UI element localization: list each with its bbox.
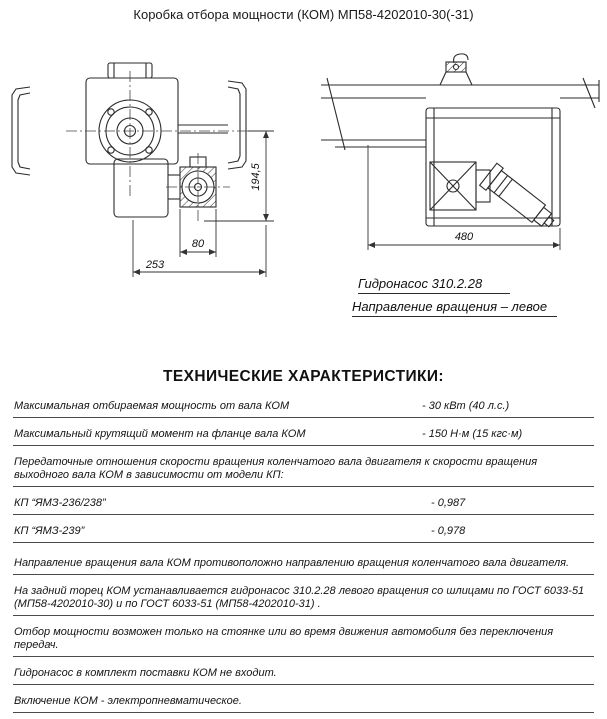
spec-label-ratio-yamz-236-238: КП “ЯМЗ-236/238” (14, 497, 106, 509)
spec-row-max-power: Максимальная отбираемая мощность от вала… (13, 400, 594, 418)
spec-value-max-power: - 30 кВт (40 л.с.) (422, 400, 510, 412)
frame-bracket-left (11, 86, 31, 176)
dimension-480 (367, 145, 561, 250)
frame-rails (321, 77, 600, 151)
pto-side-view-drawing: 480 (321, 53, 600, 250)
spec-row-pump-mounting-note: На задний торец КОМ устанавливается гидр… (13, 585, 594, 616)
specs-table: Максимальная отбираемая мощность от вала… (13, 400, 594, 713)
specs-heading: ТЕХНИЧЕСКИЕ ХАРАКТЕРИСТИКИ: (163, 368, 444, 385)
frame-bracket-right (227, 80, 247, 170)
spec-value-ratio-yamz-236-238: - 0,987 (431, 497, 466, 509)
lifting-hook-icon (439, 53, 473, 86)
hydraulic-pump (478, 162, 555, 228)
spec-row-rotation-note: Направление вращения вала КОМ противопол… (13, 557, 594, 575)
spec-row-gear-ratios-intro: Передаточные отношения скорости вращения… (13, 456, 594, 487)
spec-label-usage-note: Отбор мощности возможен только на стоянк… (14, 626, 554, 651)
spec-label-pump-mounting-note: На задний торец КОМ устанавливается гидр… (14, 585, 585, 610)
spec-row-pump-not-included-note: Гидронасос в комплект поставки КОМ не вх… (13, 667, 594, 685)
spec-row-engagement-note: Включение КОМ - электропневматическое. (13, 695, 594, 713)
spec-label-rotation-note: Направление вращения вала КОМ противопол… (14, 557, 570, 569)
pump-mount-flange (429, 161, 491, 211)
pto-front-view-drawing: 194,5 80 253 (11, 62, 274, 277)
centerlines (66, 71, 258, 223)
page-title: Коробка отбора мощности (КОМ) МП58-42020… (133, 7, 474, 22)
dim-label-253: 253 (145, 259, 165, 271)
spec-label-engagement-note: Включение КОМ - электропневматическое. (14, 695, 242, 707)
spec-row-ratio-yamz-236-238: КП “ЯМЗ-236/238” - 0,987 (13, 497, 594, 515)
dimension-80 (179, 209, 217, 257)
pto-body-side (425, 107, 561, 227)
spec-row-max-torque: Максимальный крутящий момент на фланце в… (13, 428, 594, 446)
spec-label-ratio-yamz-239: КП “ЯМЗ-239” (14, 525, 85, 537)
dim-label-480: 480 (455, 231, 474, 243)
caption-rotation-direction: Направление вращения – левое (352, 299, 558, 317)
dim-label-80: 80 (192, 238, 205, 250)
caption-pump-model: Гидронасос 310.2.28 (358, 276, 511, 294)
spec-label-max-torque: Максимальный крутящий момент на фланце в… (14, 428, 306, 440)
spec-value-max-torque: - 150 Н·м (15 кгс·м) (422, 428, 523, 440)
spec-value-ratio-yamz-239: - 0,978 (431, 525, 466, 537)
spec-label-pump-not-included-note: Гидронасос в комплект поставки КОМ не вх… (14, 667, 277, 679)
spec-row-usage-note: Отбор мощности возможен только на стоянк… (13, 626, 594, 657)
spec-label-max-power: Максимальная отбираемая мощность от вала… (14, 400, 290, 412)
dimension-253 (132, 220, 267, 277)
dim-label-194-5: 194,5 (250, 162, 262, 190)
spec-label-gear-ratios-intro: Передаточные отношения скорости вращения… (14, 456, 538, 481)
spec-row-ratio-yamz-239: КП “ЯМЗ-239” - 0,978 (13, 525, 594, 543)
